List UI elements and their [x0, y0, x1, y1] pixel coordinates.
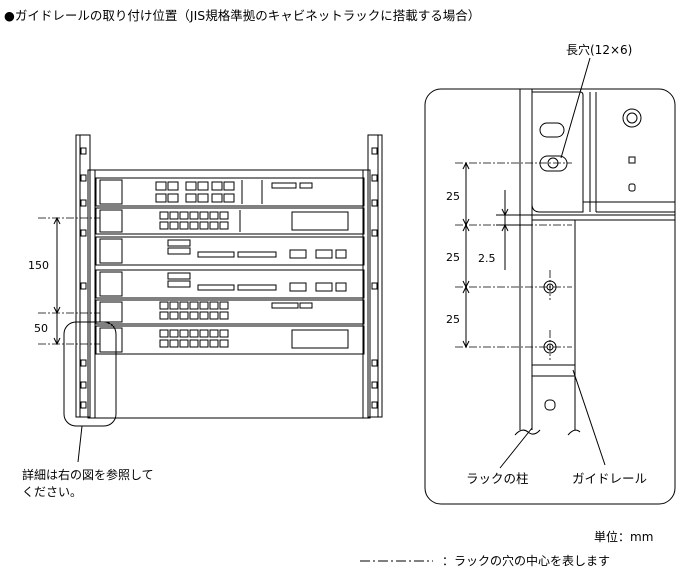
- rack-front-view: [38, 134, 383, 463]
- guide-rail-label: ガイドレール: [572, 471, 647, 486]
- upper-slot: [539, 122, 565, 138]
- long-slot: [539, 155, 568, 172]
- right-rack-post: [367, 134, 383, 418]
- page-title: ●ガイドレールの取り付け位置（JIS規格準拠のキャビネットラックに搭載する場合）: [4, 8, 480, 23]
- dim-2-5-label: 2.5: [478, 252, 496, 265]
- rack-frame: [87, 169, 371, 419]
- upper-bracket: [531, 91, 675, 213]
- break-mark-left: [514, 429, 541, 436]
- post-leader-line: [499, 427, 533, 469]
- dimension-50: [53, 313, 61, 346]
- rack-post-label: ラックの柱: [466, 471, 529, 486]
- unit-label: 単位：mm: [594, 529, 653, 544]
- slot-leader-line: [560, 57, 591, 159]
- dim-150-label: 150: [28, 259, 49, 272]
- right-post-holes: [371, 147, 378, 409]
- dim-25-label-a: 25: [446, 190, 460, 203]
- left-post-holes: [80, 147, 87, 409]
- equipment-unit-4: [95, 269, 365, 299]
- rack-post-detail: [519, 89, 576, 430]
- break-mark-right: [567, 429, 581, 436]
- detail-callout-box: [63, 321, 117, 427]
- equipment-unit-6: [95, 325, 365, 355]
- dim-50-label: 50: [34, 322, 48, 335]
- guide-rail: [531, 214, 675, 366]
- equipment-unit-2: [95, 207, 365, 235]
- dimension-25-stack: [462, 161, 470, 349]
- left-rack-post: [75, 134, 91, 418]
- screw-icon: [622, 108, 642, 128]
- rail-leader-line: [572, 369, 606, 466]
- equipment-unit-5: [95, 299, 365, 325]
- hole-center-lines-detail: [455, 162, 572, 360]
- dimension-2-5: [496, 190, 532, 270]
- hole-center-lines: [38, 217, 100, 345]
- dim-25-label-c: 25: [446, 313, 460, 326]
- dim-25-label-b: 25: [446, 251, 460, 264]
- detail-outline: [424, 88, 676, 505]
- detail-leader-line: [77, 425, 83, 463]
- slot-label: 長穴(12×6): [566, 42, 632, 57]
- dimension-150: [53, 216, 61, 315]
- equipment-unit-1: [95, 177, 365, 207]
- post-hole: [544, 399, 556, 411]
- detail-note-line2: ください。: [22, 485, 82, 499]
- equipment-unit-3: [95, 236, 365, 266]
- detail-view: [424, 57, 676, 505]
- legend-text: ：ラックの穴の中心を表します: [442, 553, 610, 568]
- detail-note-line1: 詳細は右の図を参照して: [22, 467, 154, 482]
